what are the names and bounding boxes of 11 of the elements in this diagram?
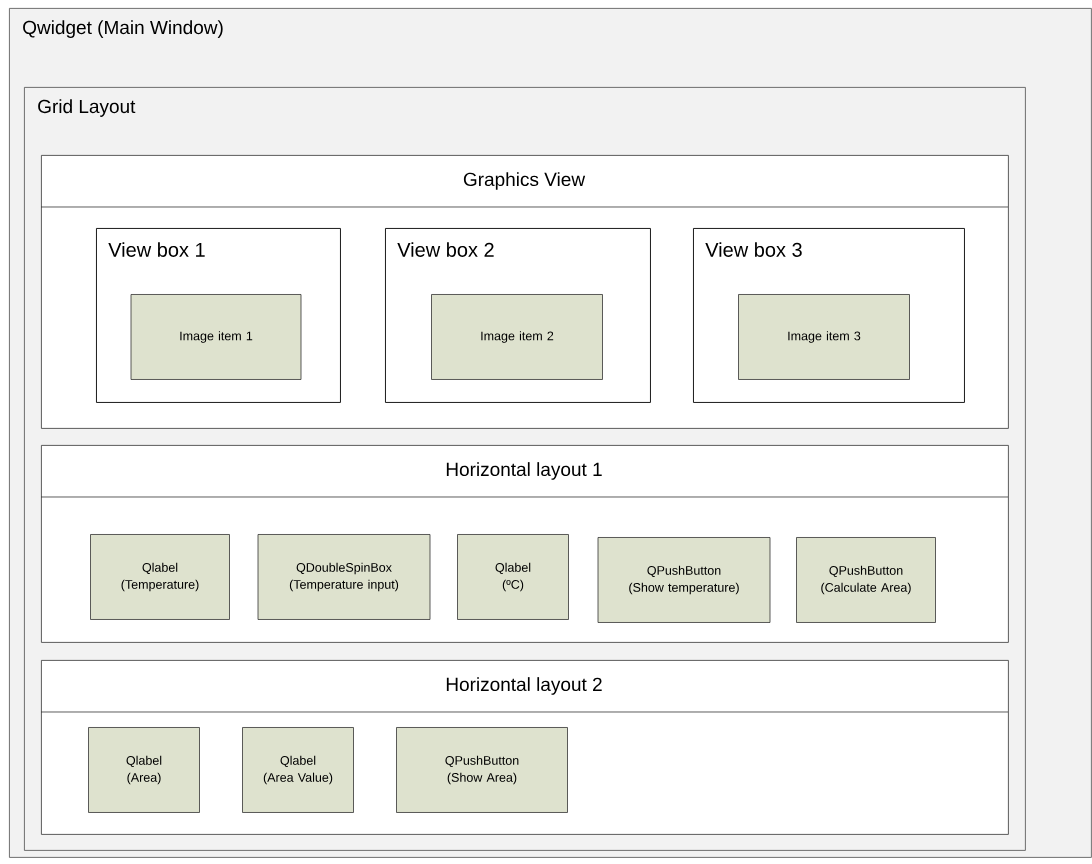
widget-box: Qlabel (Area) [88, 727, 200, 813]
widget-box: Qlabel (ºC) [457, 534, 569, 620]
widget-box: Qlabel (Temperature) [90, 534, 230, 620]
widget-box: QPushButton (Show temperature) [597, 537, 771, 623]
widget-box: Image item 1 [130, 294, 302, 380]
widget-box: Qlabel (Area Value) [242, 727, 354, 813]
widget-box: Image item 3 [738, 294, 910, 380]
widget-box: QPushButton (Show Area) [396, 727, 568, 813]
widget-box: QDoubleSpinBox (Temperature input) [257, 534, 431, 620]
widget-box: QPushButton (Calculate Area) [796, 537, 936, 623]
widget-box: Image item 2 [431, 294, 603, 380]
